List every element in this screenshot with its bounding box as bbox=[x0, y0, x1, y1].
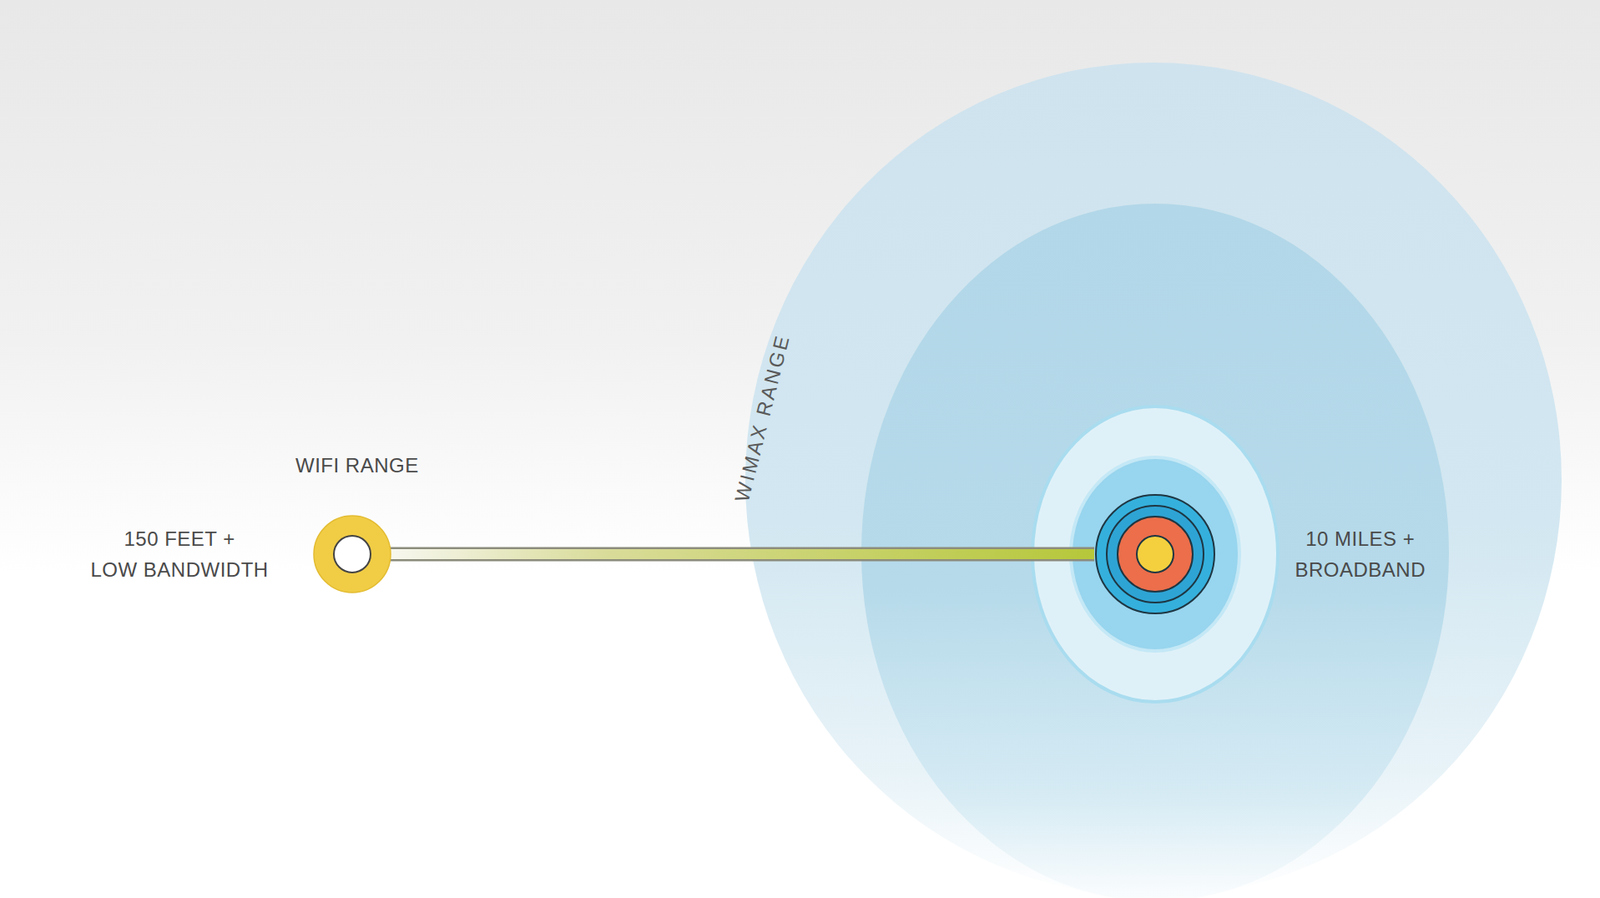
target-outer-ring bbox=[1095, 494, 1215, 614]
target-middle-ring bbox=[1106, 505, 1204, 603]
wimax-tower-target-shape bbox=[1094, 493, 1217, 616]
wimax-zone-shape bbox=[745, 62, 1562, 898]
wimax-zone: 10 MILES + BROADBANDWIMAX RANGE bbox=[745, 62, 1562, 898]
wimax-tower-target: 10 MILES + BROADBAND bbox=[1094, 493, 1217, 616]
target-orange-ring bbox=[1117, 516, 1193, 592]
wifi-ring-outer bbox=[313, 515, 391, 593]
range-heading: WIMAX RANGE bbox=[726, 329, 798, 505]
link-line-fill bbox=[390, 549, 1095, 560]
range-spec: 10 MILES + BROADBAND bbox=[1295, 523, 1427, 586]
target-center bbox=[1136, 535, 1174, 573]
wifi-ring-hole bbox=[333, 535, 371, 573]
wifi-ring-shape bbox=[313, 515, 391, 593]
tower-signal-ring bbox=[1070, 457, 1240, 652]
wifi-ring: WIFI RANGE150 FEET + LOW BANDWIDTH bbox=[313, 515, 391, 593]
wimax-zone-outline bbox=[745, 62, 1562, 898]
link-line-border bbox=[390, 547, 1095, 562]
range-spec: 150 FEET + LOW BANDWIDTH bbox=[90, 523, 269, 586]
range-heading: WIFI RANGE bbox=[295, 449, 419, 481]
link-line bbox=[390, 554, 1095, 556]
